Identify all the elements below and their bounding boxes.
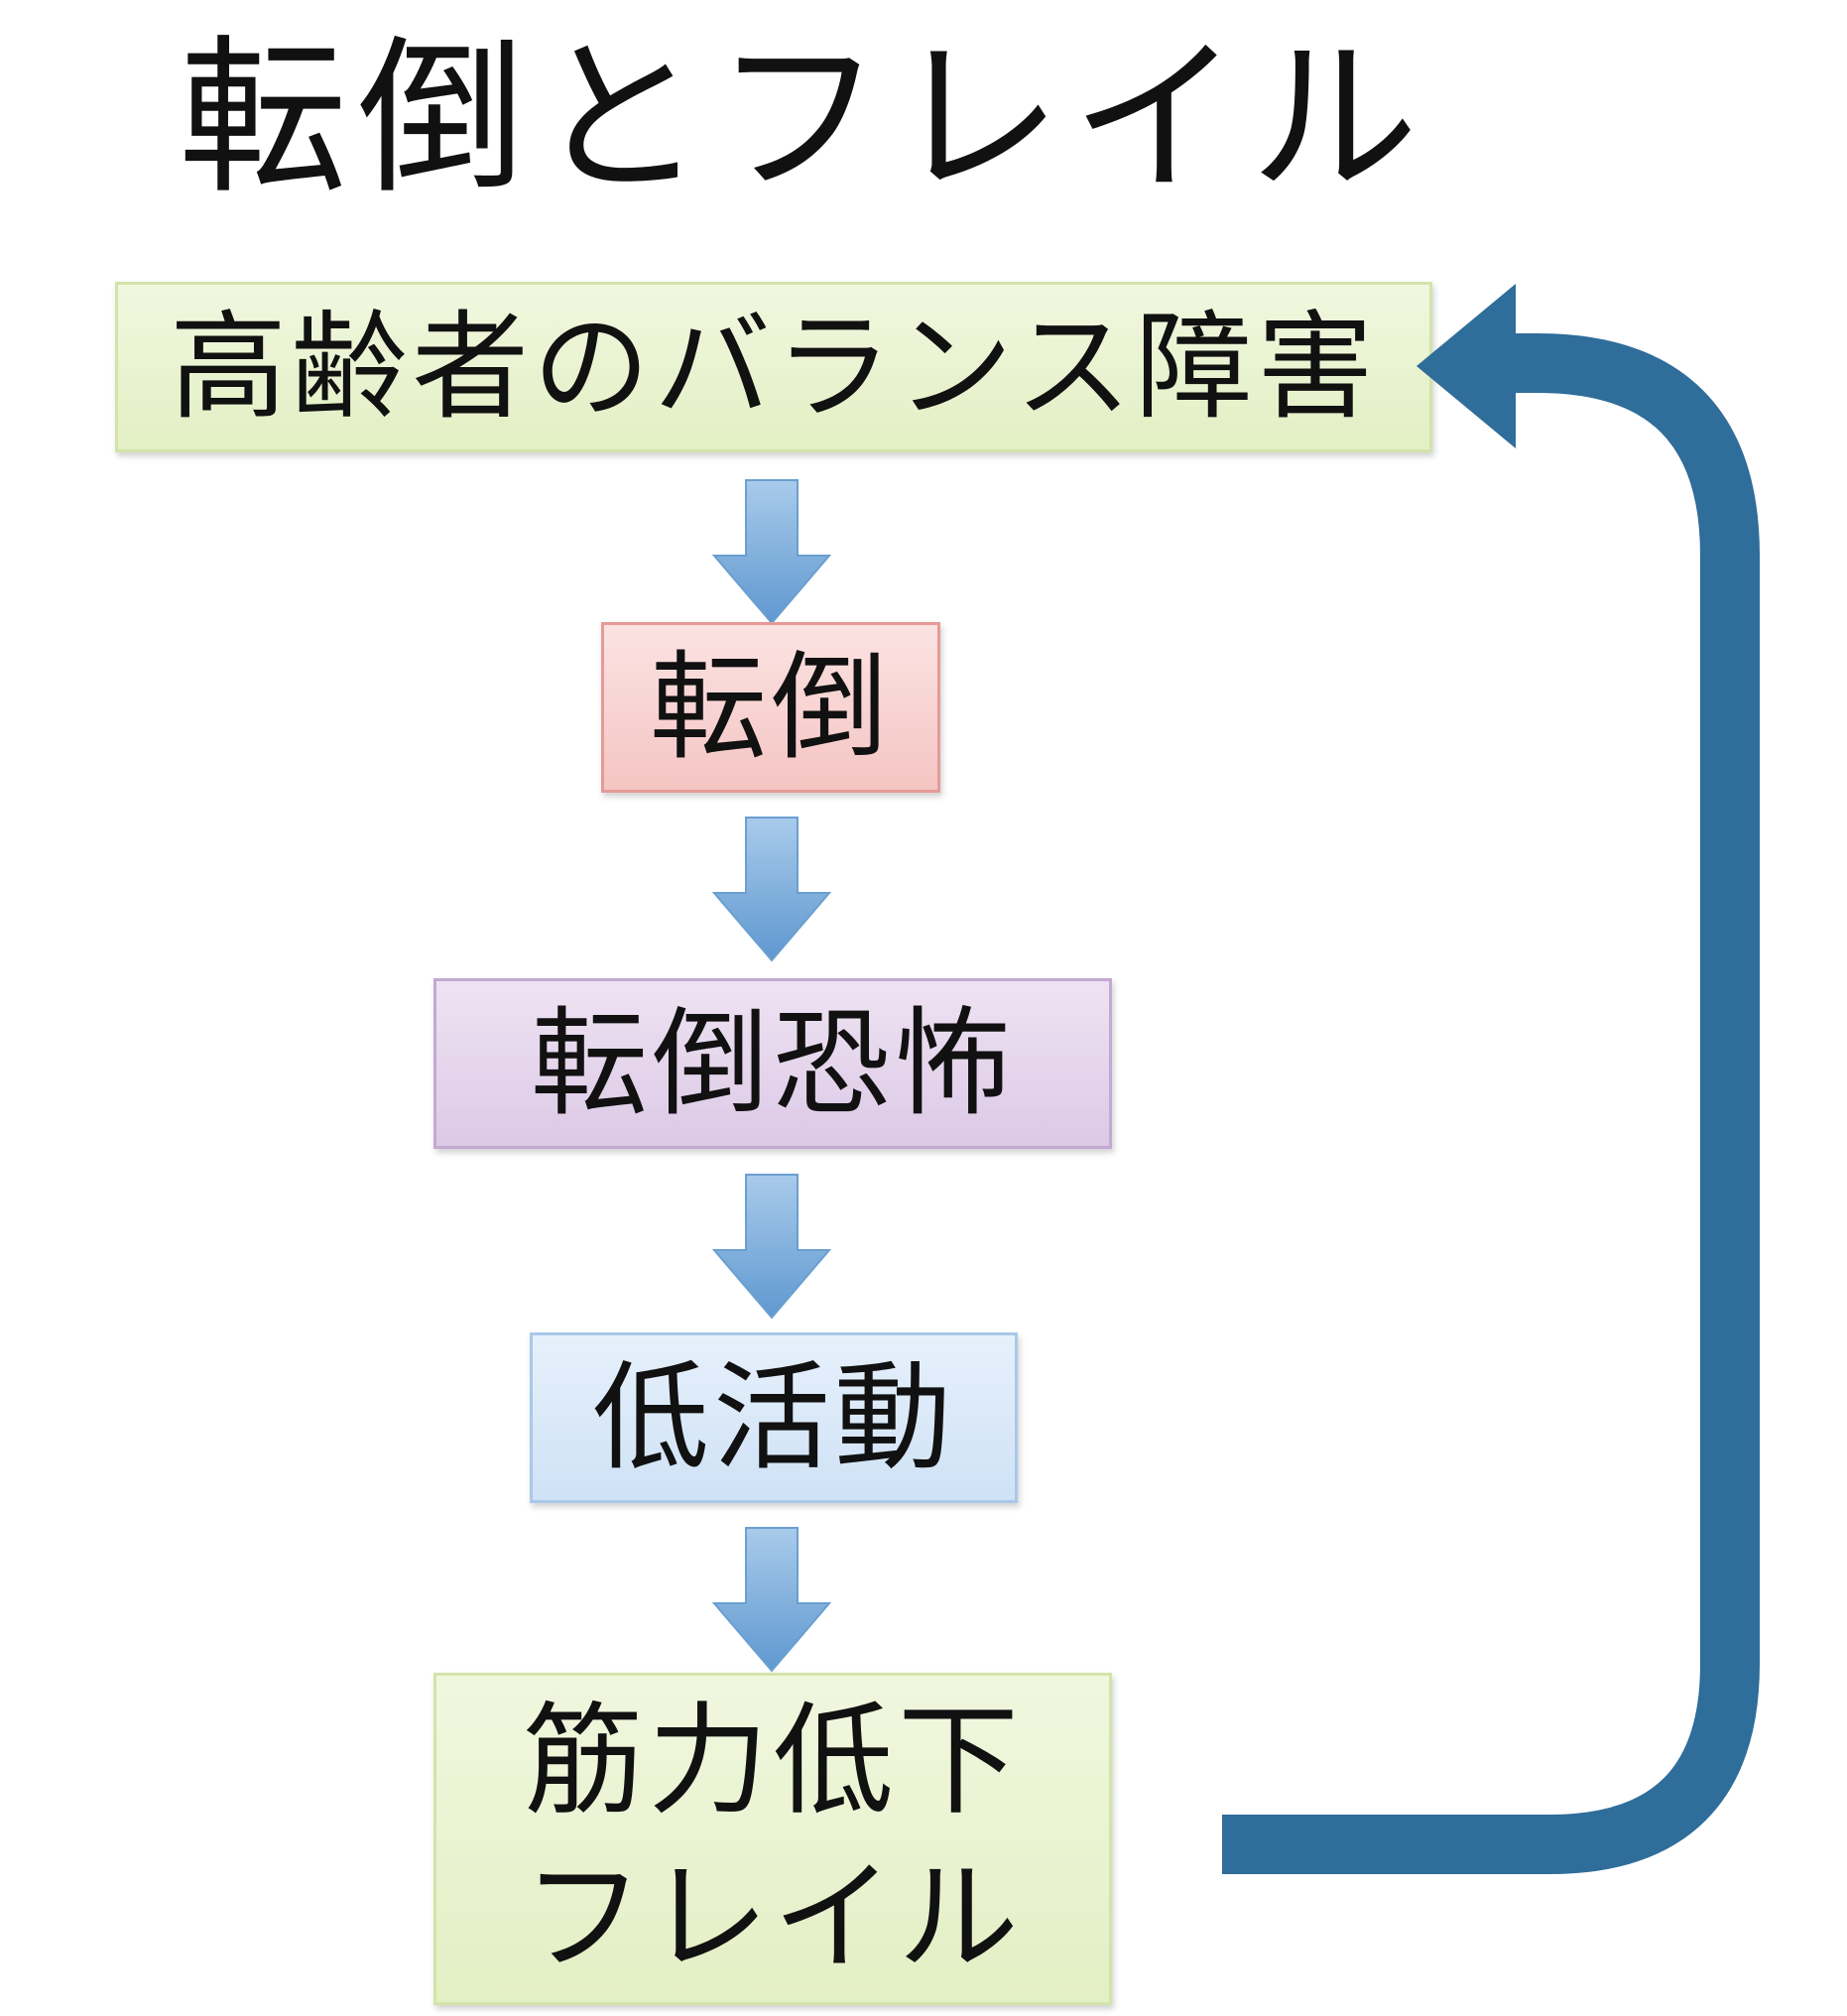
balance-disorder-label: 高齢者のバランス障害: [170, 299, 1378, 436]
fall-label: 転倒: [649, 639, 892, 776]
low-activity-label: 低活動: [591, 1349, 955, 1486]
weakness-frailty-box: 筋力低下 フレイル: [433, 1673, 1112, 2005]
down-arrow-icon: [712, 1527, 831, 1673]
fear-of-falling-label: 転倒恐怖: [530, 995, 1015, 1132]
frailty-label: フレイル: [523, 1846, 1023, 1988]
low-activity-box: 低活動: [530, 1332, 1018, 1503]
page-title: 転倒とフレイル: [179, 21, 1429, 217]
down-arrow-icon: [712, 479, 831, 625]
weakness-label: 筋力低下: [523, 1690, 1023, 1831]
fear-of-falling-box: 転倒恐怖: [433, 978, 1112, 1149]
fall-box: 転倒: [601, 622, 940, 793]
down-arrow-icon: [712, 1174, 831, 1320]
balance-disorder-box: 高齢者のバランス障害: [115, 282, 1432, 452]
down-arrow-icon: [712, 817, 831, 962]
